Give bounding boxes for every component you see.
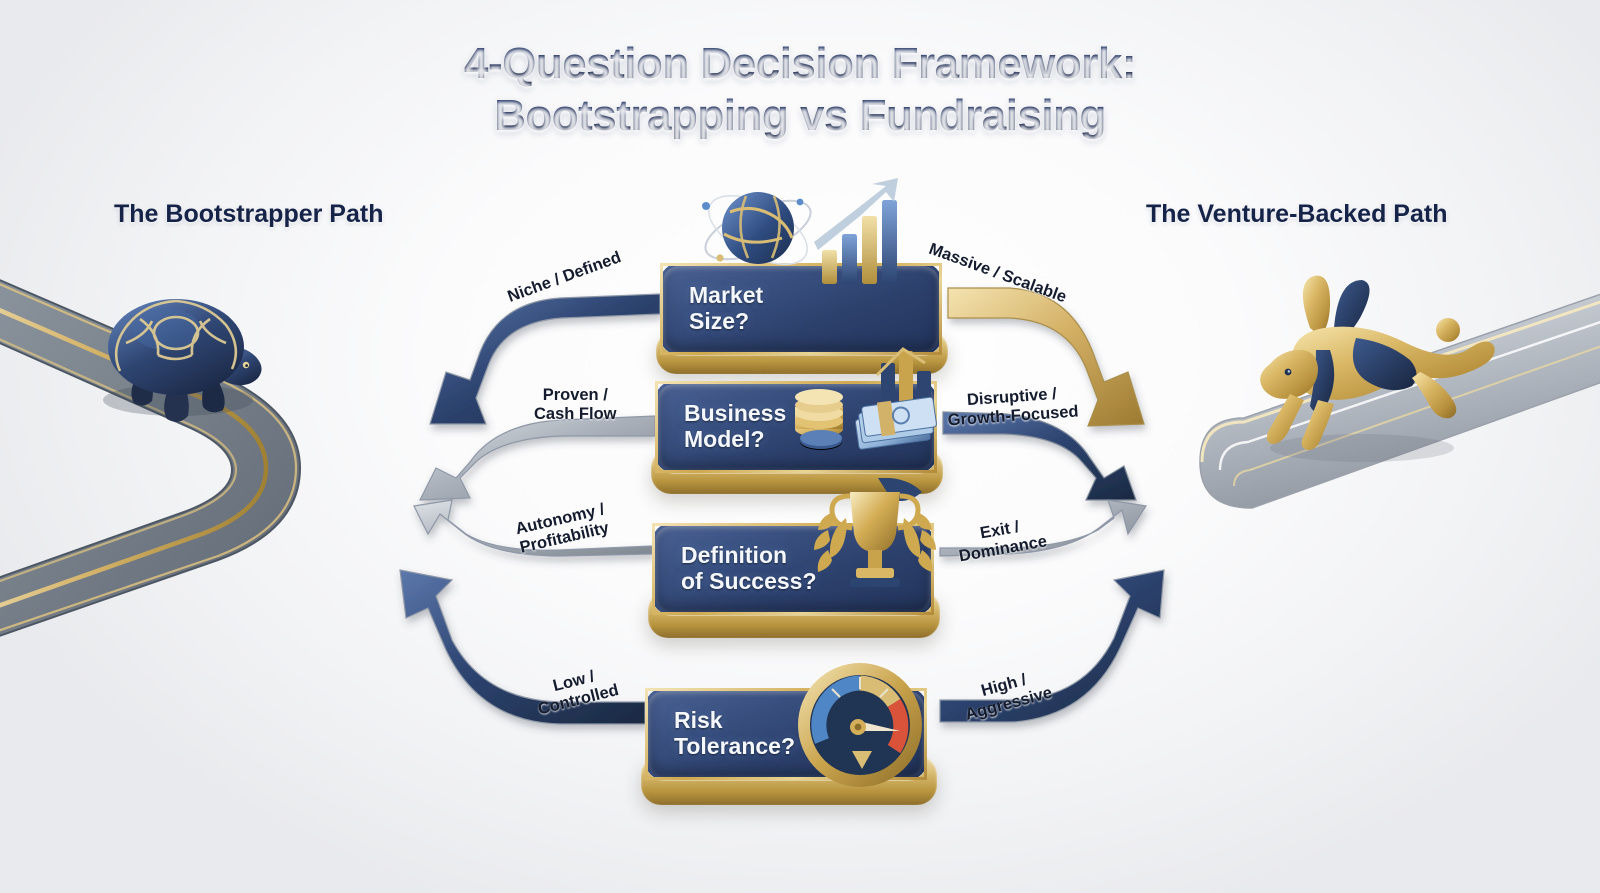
answer-label-left-market-size: Niche / Defined [505, 248, 624, 306]
rabbit-icon [1260, 275, 1495, 462]
turtle-icon [103, 299, 262, 422]
answer-label-left-business-model: Proven / Cash Flow [534, 386, 617, 424]
answer-label-right-market-size: Massive / Scalable [926, 239, 1069, 307]
answer-label-right-business-model: Disruptive / Growth-Focused [947, 384, 1080, 430]
answer-label-right-risk-tolerance: High / Aggressive [963, 670, 1055, 725]
right-path-heading: The Venture-Backed Path [1146, 200, 1448, 228]
arrow-left-business-model [419, 415, 656, 501]
node-label-business-model: Business Model? [684, 400, 787, 452]
bootstrapper-road [0, 279, 302, 637]
node-label-definition-of-success: Definition of Success? [681, 542, 817, 594]
question-node-definition-of-success[interactable]: Definition of Success? [652, 523, 934, 615]
question-node-business-model[interactable]: Business Model? [655, 381, 937, 473]
question-node-risk-tolerance[interactable]: Risk Tolerance? [645, 688, 927, 780]
left-path-heading: The Bootstrapper Path [114, 200, 384, 228]
node-label-risk-tolerance: Risk Tolerance? [674, 707, 795, 759]
venture-track [1199, 275, 1600, 509]
answer-label-right-definition-of-success: Exit / Dominance [957, 517, 1049, 566]
answer-label-left-definition-of-success: Autonomy / Profitability [513, 500, 611, 558]
title-line-1: 4-Question Decision Framework: [0, 38, 1600, 90]
title-line-2: Bootstrapping vs Fundraising [0, 90, 1600, 142]
page-title: 4-Question Decision Framework: Bootstrap… [0, 38, 1600, 142]
question-node-market-size[interactable]: Market Size? [660, 263, 942, 355]
answer-label-left-risk-tolerance: Low / Controlled [536, 667, 621, 719]
node-label-market-size: Market Size? [689, 282, 764, 334]
